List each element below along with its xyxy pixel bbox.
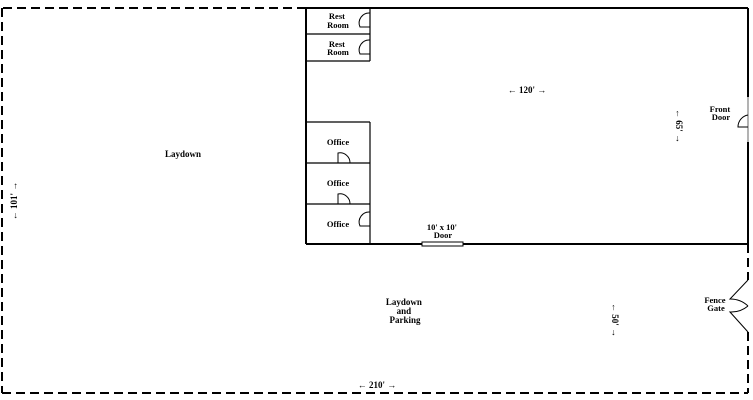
laydown-parking-label: Laydown and Parking [386,297,424,325]
office-2-label: Office [327,178,349,188]
lot-depth-dimension: ← 101' → [9,182,19,221]
property-boundary [1,7,749,394]
building-length-dimension: ← 120' → [508,85,547,95]
bay-door-label: 10' x 10' Door [427,222,459,240]
building-outline [305,7,749,245]
front-door-label: Front Door [710,104,733,122]
office-1-door-icon [337,152,351,164]
yard-depth-dimension: ← 50' → [610,303,620,337]
office-1-label: Office [327,137,349,147]
building-depth-dimension: ← 65' → [674,109,684,143]
bay-door-icon [421,241,464,247]
restroom-2-label: Rest Room [327,39,349,57]
laydown-label: Laydown [165,149,201,159]
restroom-1-door-icon [358,12,371,28]
restroom-2-door-icon [358,39,371,55]
office-2-door-icon [337,193,351,205]
fence-gate-label: Fence Gate [704,295,727,313]
restroom-1-label: Rest Room [327,11,349,30]
office-3-label: Office [327,219,349,229]
door-swings [337,12,371,227]
front-door-icon [737,97,749,142]
fence-gate-icon [728,279,749,333]
office-3-door-icon [358,211,371,227]
lot-length-dimension: ← 210' → [358,380,397,390]
restroom-block [306,8,371,62]
